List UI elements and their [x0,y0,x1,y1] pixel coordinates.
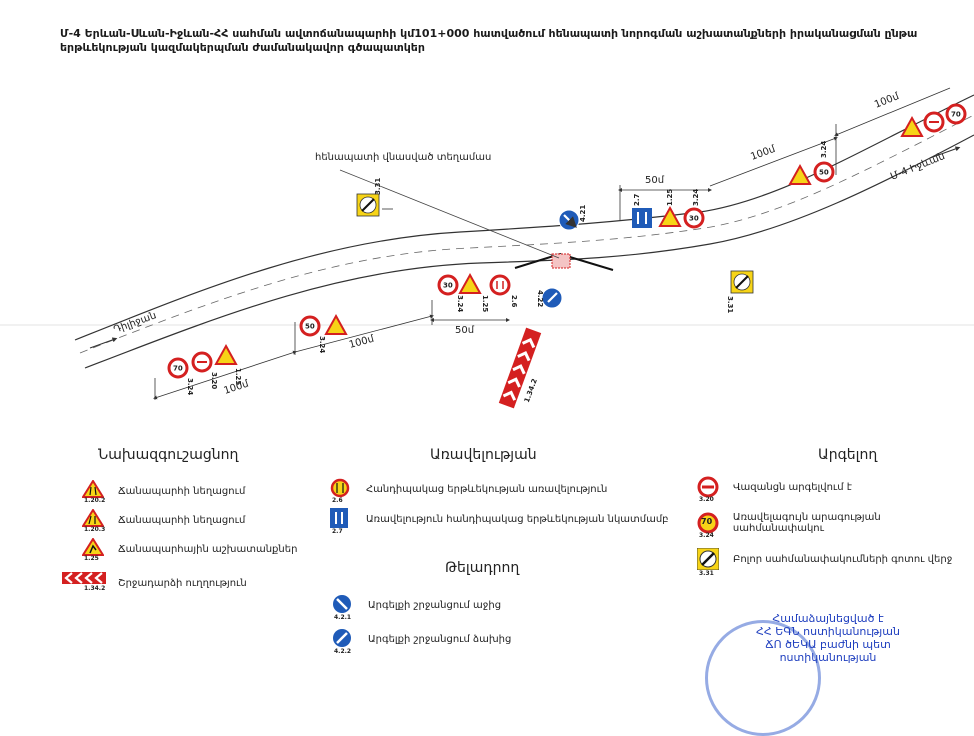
approval-text: Համաձայնեցված է ՀՀ ԵԳՆ ոստիկանության ՃՈ … [756,612,900,664]
distance-100-left2: 100մ [348,334,376,351]
sign-cluster-left-mid: 50 3.24 [299,313,348,353]
sign-cluster-right-far: 70 [900,103,967,137]
distance-100-right: 100մ [749,144,777,163]
svg-text:3.31: 3.31 [726,296,734,313]
legend-item-1-20-3: 1.20.3 Ճանապարհի նեղացում [81,508,245,533]
pass-left-icon [333,629,351,647]
distance-50-left: 50մ [455,325,475,336]
legend-item-4-2-1: 4.2.1 Արգելքի շրջանցում աջից [332,594,501,621]
sign-cluster-left-far: 70 3.24 3.20 1.25 [167,343,242,395]
legend-item-2-7: 2.7 Առավելություն հանդիպակաց երթևեկությա… [330,508,669,535]
svg-text:50: 50 [819,169,829,177]
svg-text:1.34.2: 1.34.2 [523,378,539,404]
legend-item-1-34-2: 1.34.2 Շրջադարձի ուղղություն [62,572,247,594]
no-overtaking-icon [697,476,719,498]
legend-prohibitory-title: Արգելող [818,447,878,463]
legend-warning-title: Նախազգուշացնող [98,447,239,463]
svg-text:30: 30 [443,282,453,290]
svg-text:3.24: 3.24 [186,378,194,395]
road-center [79,114,974,354]
svg-text:4.22: 4.22 [536,290,544,307]
legend-item-1-20-2: 1.20.2 Ճանապարհի նեղացում [81,479,245,504]
direction-dilijan: Դիլիջան [112,310,158,336]
svg-text:2.7: 2.7 [633,193,641,206]
sign-4-2-1: 4.21 [558,205,587,231]
svg-text:3.31: 3.31 [374,178,382,195]
legend-item-3-31: 3.31 Բոլոր սահմանափակումների գոտու վերջ [696,547,952,577]
distance-50-right: 50մ [645,175,665,186]
svg-text:3.24: 3.24 [820,141,828,158]
distance-group-left: 100մ 100մ 50մ [153,300,510,400]
legend-item-3-20: 3.20 Վազանցն արգելվում է [697,476,852,503]
legend-item-3-24: 70 3.24 Առավելագույն արագության սահմանափ… [697,512,881,539]
direction-ijevan: Մ-4 Իջևան [889,151,947,183]
svg-text:3.24: 3.24 [318,336,326,353]
sign-3-31-bottom: 3.31 [726,270,754,313]
svg-text:1.25: 1.25 [666,189,674,206]
sign-3-31-top: 3.31 [356,178,393,217]
damaged-wall-zone [551,253,571,269]
roadworks-icon [81,537,105,556]
pass-right-icon [333,595,351,613]
legend-item-4-2-2: 4.2.2 Արգելքի շրջանցում ձախից [332,628,511,655]
speed-limit-icon [697,512,719,534]
sign-cluster-left-near: 30 3.24 1.25 2.6 [437,272,518,312]
svg-text:50: 50 [305,323,315,331]
road-narrowing-icon [81,508,105,527]
speed-limit-value: 70 [701,517,713,526]
direction-arrow-right [929,146,961,159]
sign-cluster-right-near: 30 2.7 1.25 3.24 [632,189,705,229]
svg-text:4.21: 4.21 [579,205,587,222]
retaining-wall-label: հենապատի վնասված տեղամաս [315,152,491,163]
oncoming-priority-icon [330,478,350,498]
svg-text:3.24: 3.24 [456,295,464,312]
direction-arrow-left [89,337,118,349]
sign-4-2-2: 4.22 [536,287,563,309]
legend-item-2-6: 2.6 Հանդիպակաց երթևեկության առավելությու… [330,478,607,504]
callout-leader [339,169,560,259]
svg-text:1.25: 1.25 [234,368,242,385]
diagram-title: Մ-4 Երևան-Սևան-Իջևան-ՀՀ սահման ավտոճանապ… [60,27,918,54]
road-edge-top [74,94,974,341]
svg-text:3.20: 3.20 [210,372,218,389]
svg-text:30: 30 [689,215,699,223]
road-narrowing-icon [81,479,105,498]
turn-direction-icon [62,572,106,584]
legend-item-1-25: 1.25 Ճանապարհային աշխատանքներ [81,537,297,562]
legend-priority-title: Առավելության [430,447,537,463]
sign-1-34-2-chevron: 1.34.2 [498,327,542,409]
svg-text:70: 70 [951,111,961,119]
road-edge-bottom [84,134,974,369]
priority-over-oncoming-icon [330,508,348,528]
svg-text:3.24: 3.24 [692,189,700,206]
legend-mandatory-title: Թելադրող [445,560,520,576]
end-restrictions-icon [696,547,720,571]
svg-text:70: 70 [173,365,183,373]
traffic-scheme: հենապատի վնասված տեղամաս Դիլիջան Մ-4 Իջև… [0,87,974,409]
distance-100-right2: 100մ [873,91,901,111]
svg-text:1.25: 1.25 [481,295,489,312]
sign-cluster-right-mid: 50 3.24 [788,141,835,185]
svg-text:2.6: 2.6 [510,295,518,308]
